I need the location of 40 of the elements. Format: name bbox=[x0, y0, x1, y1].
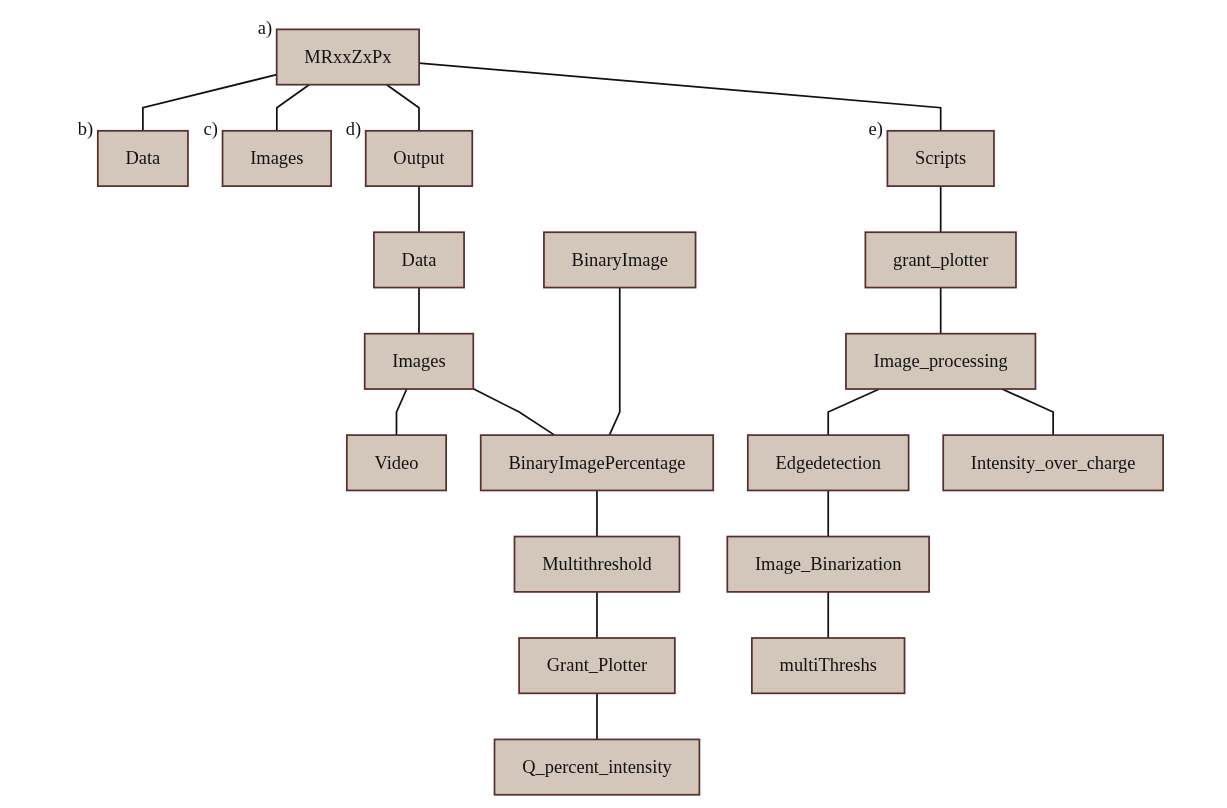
node-box: Multithreshold bbox=[513, 535, 681, 593]
connector bbox=[472, 387, 556, 436]
node-box: grant_plotter bbox=[864, 231, 1018, 289]
node-box: Output bbox=[365, 129, 474, 187]
node-label: e) bbox=[868, 119, 884, 140]
connector bbox=[386, 83, 421, 132]
node-box: Intensity_over_charge bbox=[942, 434, 1165, 492]
node-label: a) bbox=[258, 17, 273, 38]
connector bbox=[608, 286, 621, 436]
node-box: Grant_Plotter bbox=[518, 637, 677, 695]
connector bbox=[1001, 388, 1055, 436]
node-box: BinaryImagePercentage bbox=[480, 434, 715, 492]
connector bbox=[418, 185, 421, 234]
node-box: Edgedetection bbox=[747, 434, 910, 492]
connector bbox=[596, 692, 599, 741]
node-box: multiThreshs bbox=[751, 637, 906, 695]
node-box: Images bbox=[364, 332, 475, 390]
connector bbox=[418, 286, 421, 335]
connector bbox=[940, 185, 942, 234]
connector bbox=[276, 83, 311, 132]
node-box: Q_percent_intensity bbox=[494, 738, 701, 796]
connector bbox=[395, 388, 408, 436]
node-box: MRxxZxPx bbox=[276, 28, 421, 86]
node-label: c) bbox=[203, 119, 219, 140]
connector bbox=[827, 591, 830, 639]
node-label: d) bbox=[346, 119, 362, 140]
connector bbox=[827, 489, 830, 538]
node-label: b) bbox=[78, 119, 94, 140]
connector bbox=[596, 591, 599, 639]
connector bbox=[940, 286, 942, 335]
node-box: Image_Binarization bbox=[726, 535, 931, 593]
node-box: BinaryImage bbox=[543, 231, 697, 289]
connector bbox=[596, 489, 599, 538]
connector bbox=[142, 73, 278, 132]
node-box: Video bbox=[346, 434, 448, 492]
node-box: Data bbox=[97, 129, 190, 187]
node-box: Images bbox=[222, 129, 333, 187]
node-box: Scripts bbox=[886, 129, 996, 187]
node-box: Image_processing bbox=[845, 332, 1037, 390]
node-box: Data bbox=[373, 231, 466, 289]
